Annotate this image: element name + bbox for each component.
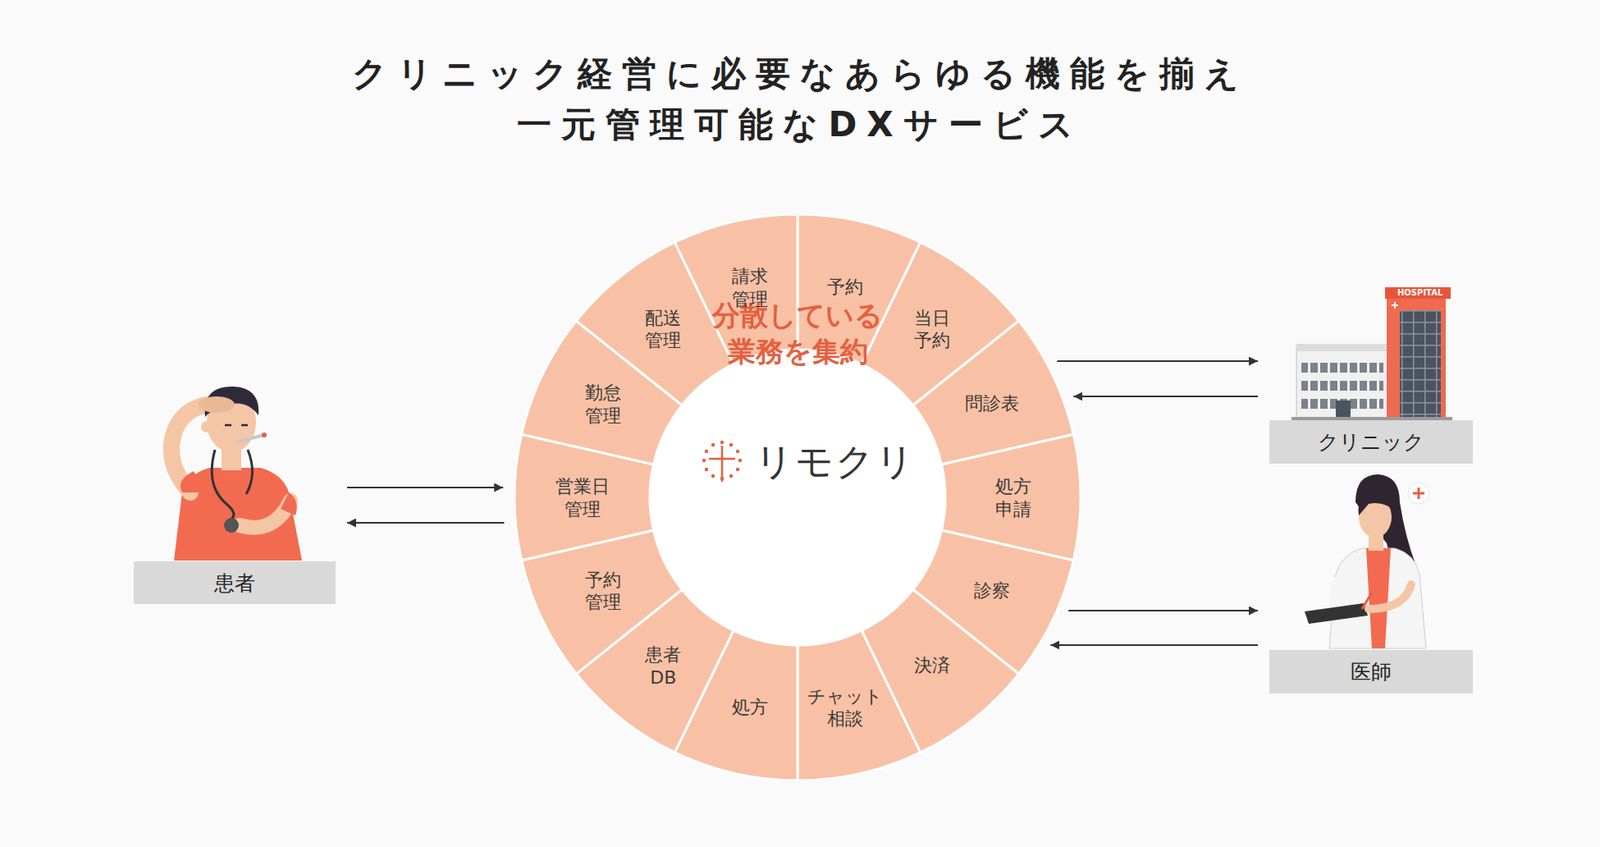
- service-wheel: リモクリ分散している 業務を集約予約当日 予約問診表処方 申請診察決済チャット …: [514, 214, 1081, 781]
- logo-dot: [711, 443, 715, 447]
- feature-segment: 請求 管理: [731, 265, 768, 311]
- drawing-part: [1358, 490, 1396, 516]
- feature-segment: 予約: [827, 275, 864, 299]
- drawing-part: [1408, 482, 1430, 504]
- drawing-part: [1391, 301, 1399, 309]
- drawing-part: [211, 449, 234, 519]
- drawing-part: [280, 492, 298, 516]
- segment-wedge: [797, 630, 921, 781]
- feature-segment: 配送 管理: [644, 306, 682, 352]
- drawing-part: [224, 424, 248, 427]
- doctor-figure: [1304, 474, 1430, 649]
- segment-label: 予約: [827, 275, 864, 299]
- feature-segment: 患者 DB: [644, 643, 682, 689]
- patient-figure: [171, 386, 302, 561]
- logo-dot: [704, 449, 709, 453]
- hospital-building: [1291, 287, 1453, 421]
- segment-label: 勤怠 管理: [585, 381, 622, 427]
- logo-cross: [708, 445, 736, 482]
- drawing-part: [1386, 293, 1446, 419]
- drawing-part: [171, 403, 212, 493]
- drawing-part: [1362, 592, 1372, 609]
- segment-label: 請求 管理: [731, 265, 768, 311]
- drawing-part: [1335, 400, 1351, 419]
- label-band: クリニック: [1269, 420, 1473, 464]
- feature-segment: 勤怠 管理: [585, 381, 622, 427]
- flow-arrow: [1068, 609, 1258, 612]
- logo-icon: [702, 440, 742, 482]
- segment-label: 決済: [914, 653, 951, 677]
- logo-dot: [711, 474, 715, 478]
- actor-box: クリニック: [1269, 287, 1473, 464]
- segment-label: 当日 予約: [914, 306, 951, 352]
- segment-label: 処方 申請: [995, 475, 1032, 521]
- logo-dot: [736, 467, 740, 471]
- drawing-part: [201, 420, 213, 433]
- feature-segment: 診察: [973, 579, 1011, 603]
- logo-dot: [720, 476, 724, 480]
- logo-dot: [729, 474, 733, 478]
- drawing-part: [1304, 603, 1368, 624]
- segment-label: チャット 相談: [807, 684, 883, 730]
- label-band: 医師: [1269, 649, 1473, 694]
- logo-dot: [720, 440, 724, 444]
- logo-text: リモクリ: [754, 436, 916, 488]
- segment-label: 予約 管理: [585, 567, 622, 613]
- segment-label: 問診表: [964, 392, 1020, 416]
- feature-segment: チャット 相談: [807, 684, 883, 730]
- center-disc: [650, 350, 945, 645]
- feature-segment: 決済: [914, 653, 951, 677]
- drawing-part: [1412, 487, 1425, 499]
- segment-label: 診察: [973, 579, 1011, 603]
- flow-arrow: [1073, 395, 1258, 398]
- sign-text: HOSPITAL: [1397, 288, 1443, 298]
- segment-label: 処方: [731, 695, 768, 719]
- title-heading: クリニック経営に必要なあらゆる機能を揃え 一元管理可能なDXサービス: [352, 48, 1249, 151]
- actor-label: 患者: [214, 569, 256, 597]
- feature-segment: 問診表: [964, 392, 1020, 416]
- logo-dot: [736, 449, 740, 453]
- drawing-part: [198, 396, 235, 413]
- drawing-part: [246, 449, 253, 494]
- feature-segment: 処方: [731, 695, 768, 719]
- drawing-part: [173, 467, 302, 561]
- drawing-part: [1399, 310, 1441, 419]
- flow-arrow: [347, 521, 504, 524]
- label-band: 患者: [133, 561, 336, 604]
- drawing-part: [1296, 344, 1389, 352]
- flow-arrow: [1056, 360, 1258, 362]
- actor-box: 患者: [133, 388, 336, 604]
- drawing-part: [224, 517, 239, 533]
- drawing-part: [1296, 344, 1389, 419]
- segment-label: 営業日 管理: [555, 475, 610, 521]
- drawing-part: [237, 434, 265, 442]
- feature-segment: 予約 管理: [585, 567, 622, 613]
- feature-segment: 処方 申請: [995, 475, 1032, 521]
- drawing-part: [1329, 548, 1427, 649]
- feature-segment: 当日 予約: [914, 306, 951, 352]
- drawing-part: [261, 432, 267, 438]
- logo-dot: [738, 458, 742, 462]
- segment-label: 配送 管理: [644, 306, 682, 352]
- flow-arrow: [1050, 644, 1258, 646]
- drawing-part: [1385, 287, 1451, 299]
- drawing-part: [180, 470, 206, 493]
- feature-segment: 営業日 管理: [555, 475, 610, 521]
- actor-label: クリニック: [1317, 428, 1425, 456]
- logo-dot: [702, 458, 706, 462]
- flow-arrow: [347, 486, 503, 489]
- actor-box: 医師: [1269, 482, 1473, 694]
- logo-dot: [729, 443, 733, 447]
- actor-label: 医師: [1350, 658, 1392, 686]
- logo-dot: [704, 467, 709, 471]
- segment-label: 患者 DB: [644, 643, 682, 689]
- drawing-part: [1368, 584, 1412, 609]
